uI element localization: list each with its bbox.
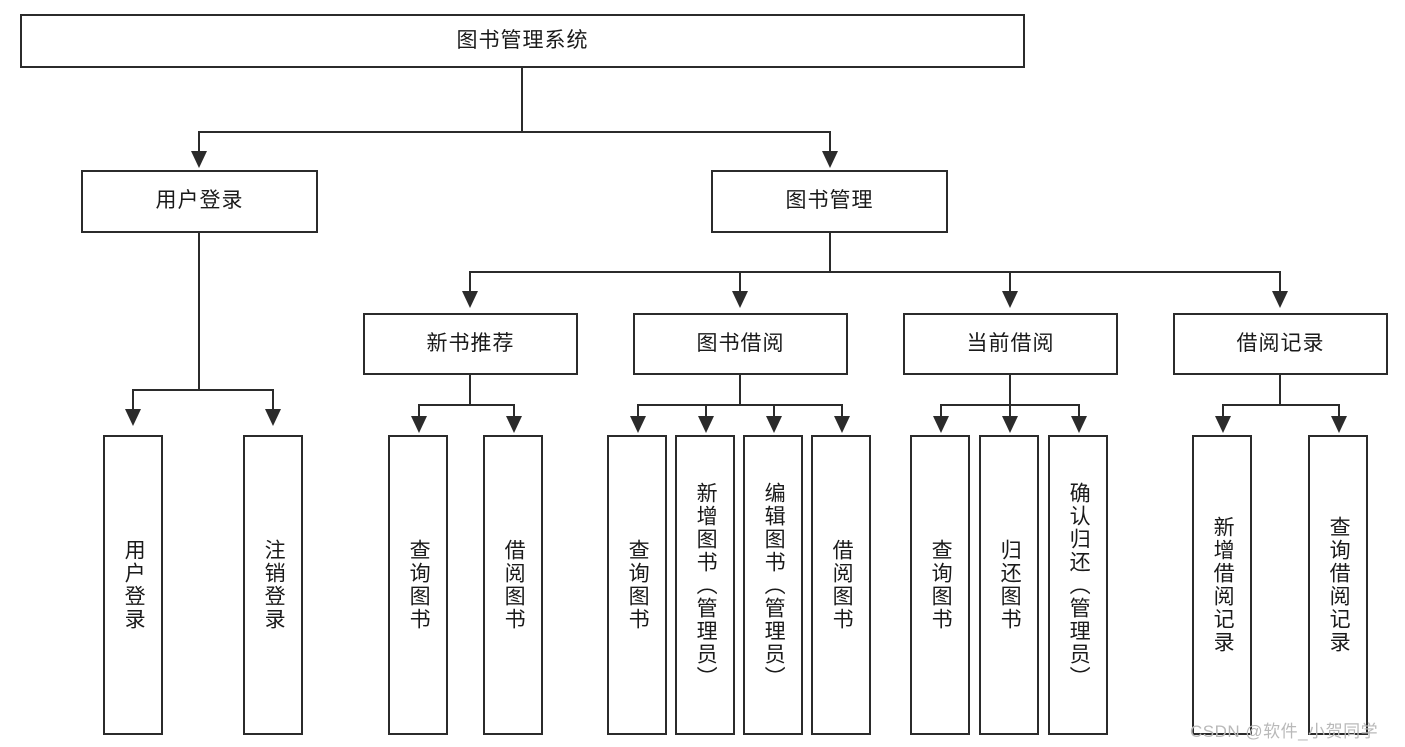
arrowhead-book-mgmt-child-4	[1272, 291, 1288, 308]
arrowhead-book-borrow-leaf-4	[834, 416, 850, 433]
node-user-login[interactable]: 用户登录	[81, 170, 318, 233]
connector-new-book-stem	[469, 375, 471, 405]
arrowhead-user-login-leaf-2	[265, 409, 281, 426]
node-label: 查询图书	[407, 539, 431, 631]
node-label: 新书推荐	[426, 331, 515, 355]
node-label: 用户登录	[122, 539, 146, 631]
connector-root-to-book-mgmt	[829, 131, 831, 153]
node-label: 图书管理	[785, 189, 874, 213]
connector-user-login-branch-2	[272, 389, 274, 411]
arrowhead-user-login-leaf-1	[125, 409, 141, 426]
node-label: 图书借阅	[696, 331, 785, 355]
node-label: 归还图书	[998, 539, 1022, 631]
connector-new-book-branch-2	[513, 404, 515, 418]
arrowhead-borrow-record-leaf-1	[1215, 416, 1231, 433]
arrowhead-book-borrow-leaf-2	[698, 416, 714, 433]
leaf-current-borrow-query-book[interactable]: 查询图书	[910, 435, 970, 735]
arrowhead-book-mgmt-child-3	[1002, 291, 1018, 308]
node-current-borrow[interactable]: 当前借阅	[903, 313, 1118, 375]
node-label: 用户登录	[155, 189, 244, 213]
connector-borrow-record-branch-2	[1338, 404, 1340, 418]
connector-borrow-record-stem	[1279, 375, 1281, 405]
node-label: 查询图书	[626, 539, 650, 631]
connector-root-stem	[521, 68, 523, 132]
leaf-book-borrow-edit-book-admin[interactable]: 编辑图书（管理员）	[743, 435, 803, 735]
node-label: 确认归还（管理员）	[1067, 481, 1091, 689]
node-book-borrow[interactable]: 图书借阅	[633, 313, 848, 375]
node-label: 查询图书	[929, 539, 953, 631]
connector-user-login-stem	[198, 233, 200, 390]
node-label: 新增借阅记录	[1211, 516, 1235, 654]
leaf-borrow-record-query-record[interactable]: 查询借阅记录	[1308, 435, 1368, 735]
arrowhead-book-mgmt-child-1	[462, 291, 478, 308]
leaf-user-login-logout[interactable]: 注销登录	[243, 435, 303, 735]
leaf-user-login-login[interactable]: 用户登录	[103, 435, 163, 735]
connector-root-to-user-login	[198, 131, 200, 153]
leaf-current-borrow-return-book[interactable]: 归还图书	[979, 435, 1039, 735]
leaf-book-borrow-add-book-admin[interactable]: 新增图书（管理员）	[675, 435, 735, 735]
connector-borrow-record-branch-1	[1222, 404, 1224, 418]
connector-book-borrow-branch-4	[841, 404, 843, 418]
connector-book-borrow-stem	[739, 375, 741, 405]
leaf-book-borrow-query-book[interactable]: 查询图书	[607, 435, 667, 735]
connector-user-login-branch-1	[132, 389, 134, 411]
node-label: 图书管理系统	[456, 28, 589, 52]
connector-book-mgmt-branch-2	[739, 271, 741, 293]
arrowhead-root-to-user-login	[191, 151, 207, 168]
node-label: 借阅图书	[830, 539, 854, 631]
leaf-current-borrow-confirm-return-admin[interactable]: 确认归还（管理员）	[1048, 435, 1108, 735]
connector-book-mgmt-branch-1	[469, 271, 471, 293]
connector-book-borrow-branch-3	[773, 404, 775, 418]
connector-book-mgmt-bus	[469, 271, 1281, 273]
arrowhead-new-book-leaf-1	[411, 416, 427, 433]
node-label: 借阅记录	[1236, 331, 1325, 355]
node-book-management[interactable]: 图书管理	[711, 170, 948, 233]
arrowhead-current-borrow-leaf-1	[933, 416, 949, 433]
arrowhead-book-borrow-leaf-1	[630, 416, 646, 433]
connector-user-login-bus	[132, 389, 274, 391]
connector-current-borrow-branch-2	[1009, 404, 1011, 418]
connector-book-mgmt-stem	[829, 233, 831, 272]
node-label: 借阅图书	[502, 539, 526, 631]
node-new-book-recommend[interactable]: 新书推荐	[363, 313, 578, 375]
connector-root-bus	[198, 131, 830, 133]
connector-current-borrow-branch-1	[940, 404, 942, 418]
arrowhead-current-borrow-leaf-2	[1002, 416, 1018, 433]
arrowhead-book-mgmt-child-2	[732, 291, 748, 308]
node-label: 编辑图书（管理员）	[762, 481, 786, 689]
connector-borrow-record-bus	[1222, 404, 1340, 406]
arrowhead-borrow-record-leaf-2	[1331, 416, 1347, 433]
node-borrow-record[interactable]: 借阅记录	[1173, 313, 1388, 375]
connector-book-mgmt-branch-4	[1279, 271, 1281, 293]
node-label: 新增图书（管理员）	[694, 481, 718, 689]
connector-book-borrow-bus	[637, 404, 843, 406]
node-label: 查询借阅记录	[1327, 516, 1351, 654]
node-root-book-management-system[interactable]: 图书管理系统	[20, 14, 1025, 68]
connector-new-book-branch-1	[418, 404, 420, 418]
leaf-book-borrow-borrow-book[interactable]: 借阅图书	[811, 435, 871, 735]
node-label: 当前借阅	[966, 331, 1055, 355]
arrowhead-root-to-book-mgmt	[822, 151, 838, 168]
arrowhead-new-book-leaf-2	[506, 416, 522, 433]
node-label: 注销登录	[262, 539, 286, 631]
leaf-new-book-query-book[interactable]: 查询图书	[388, 435, 448, 735]
arrowhead-book-borrow-leaf-3	[766, 416, 782, 433]
connector-current-borrow-stem	[1009, 375, 1011, 405]
connector-book-mgmt-branch-3	[1009, 271, 1011, 293]
leaf-new-book-borrow-book[interactable]: 借阅图书	[483, 435, 543, 735]
connector-book-borrow-branch-1	[637, 404, 639, 418]
leaf-borrow-record-add-record[interactable]: 新增借阅记录	[1192, 435, 1252, 735]
connector-current-borrow-branch-3	[1078, 404, 1080, 418]
connector-new-book-bus	[418, 404, 515, 406]
connector-book-borrow-branch-2	[705, 404, 707, 418]
arrowhead-current-borrow-leaf-3	[1071, 416, 1087, 433]
